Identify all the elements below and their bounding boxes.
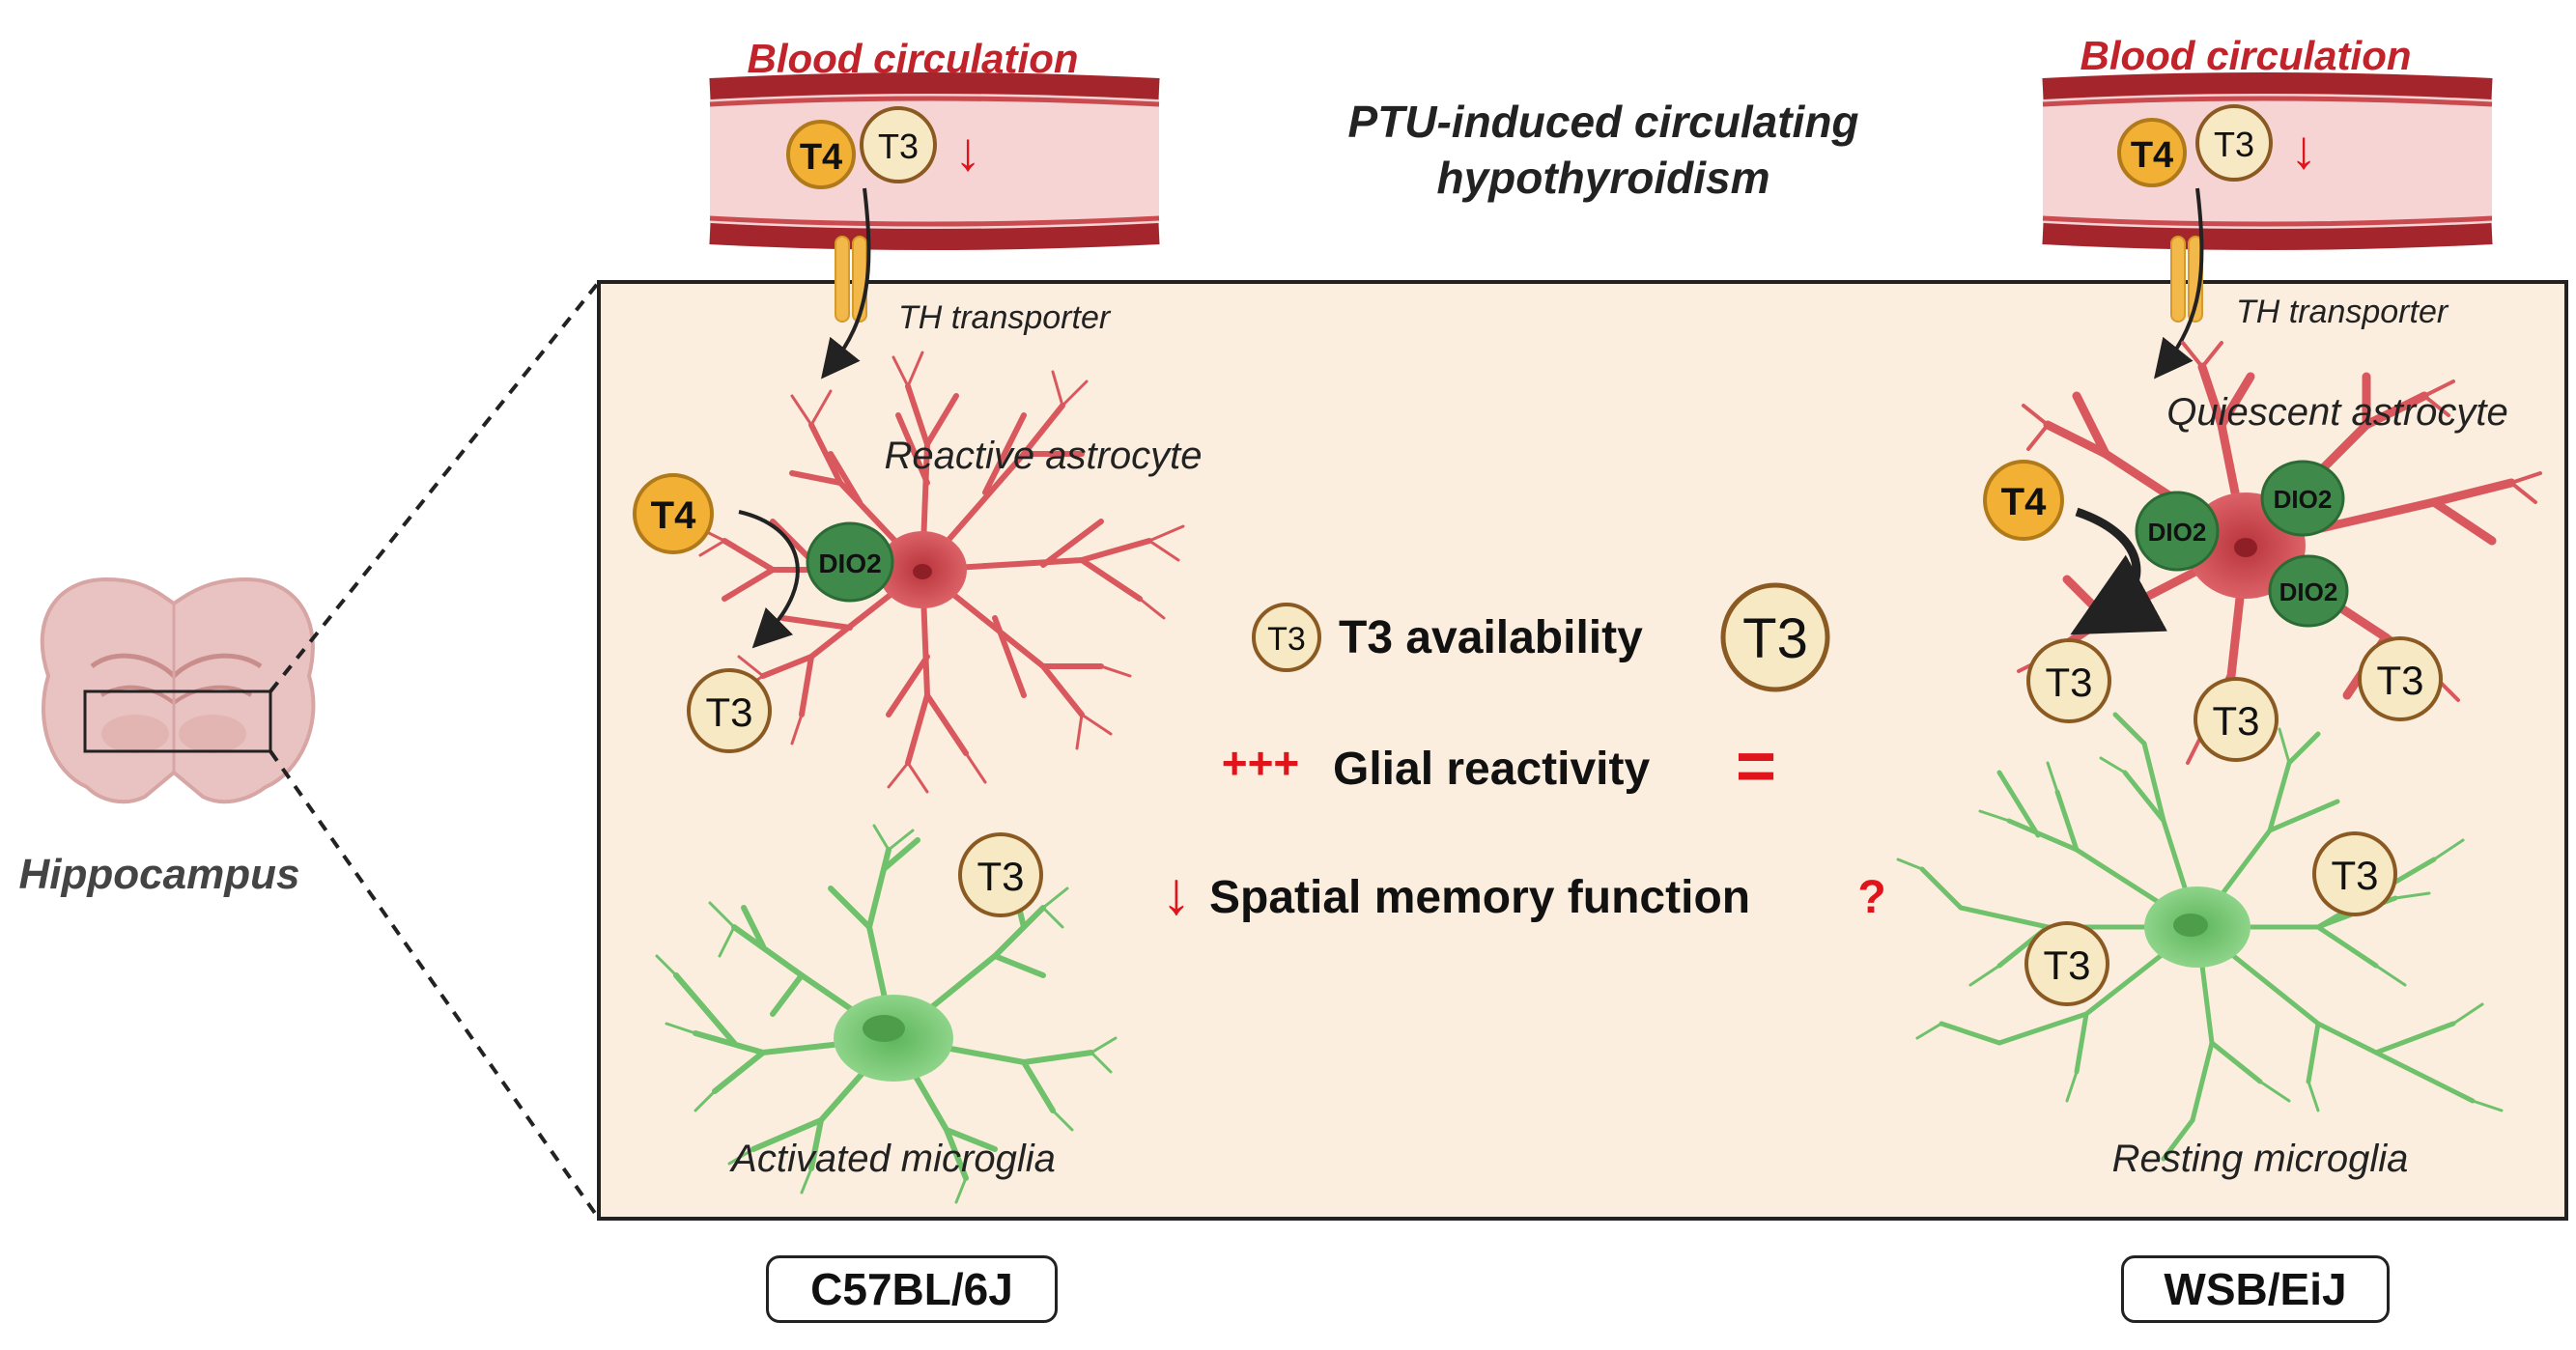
resting-microglia-label: Resting microglia (2112, 1138, 2409, 1180)
svg-text:T4: T4 (651, 494, 696, 537)
right-strain-label: WSB/EiJ (2121, 1255, 2390, 1323)
activated-microglia-label: Activated microglia (729, 1138, 1056, 1180)
spatial-memory-label: Spatial memory function (1209, 872, 1750, 923)
reactive-astrocyte-label: Reactive astrocyte (884, 435, 1202, 477)
left-astrocyte-t4: T4 (633, 473, 714, 554)
quiescent-astrocyte-label: Quiescent astrocyte (2166, 391, 2508, 434)
svg-text:T3: T3 (2331, 853, 2378, 898)
left-conversion-arrow (738, 510, 800, 649)
reactivity-right-mark: = (1736, 728, 1776, 805)
right-microglia-t3-1: T3 (2312, 831, 2397, 916)
right-t3-decrease-arrow: ↓ (2290, 119, 2317, 180)
svg-text:T3: T3 (2212, 698, 2259, 744)
large-t3-icon (1720, 582, 1830, 692)
t3-availability-row: T3 T3 availability T3 (1252, 582, 1830, 692)
right-transport-arrow (2154, 187, 2204, 380)
svg-text:T3: T3 (2376, 658, 2423, 703)
right-dio2-enzyme-2: DIO2 (2260, 460, 2345, 537)
hippocampus-highlight-box (83, 689, 272, 753)
right-microglia-t3-2: T3 (2024, 921, 2109, 1006)
left-blood-vessel (709, 72, 1160, 250)
right-astrocyte-t4: T4 (1983, 460, 2064, 541)
glial-reactivity-row: +++ Glial reactivity = (1222, 728, 1776, 805)
svg-text:T3: T3 (2045, 660, 2092, 705)
svg-text:T4: T4 (800, 137, 842, 178)
svg-text:T3: T3 (1267, 621, 1306, 658)
svg-text:DIO2: DIO2 (2148, 518, 2207, 547)
right-astrocyte-t3-2: T3 (2194, 677, 2279, 762)
left-th-transporter-label: TH transporter (898, 299, 1112, 336)
svg-text:T3: T3 (977, 854, 1024, 899)
svg-text:DIO2: DIO2 (2274, 485, 2333, 514)
right-dio2-enzyme-1: DIO2 (2135, 491, 2220, 572)
svg-text:T3: T3 (1742, 607, 1808, 670)
reactive-astrocyte (694, 351, 1185, 794)
spatial-memory-row: ↓ Spatial memory function ? (1162, 860, 1886, 927)
memory-right-mark: ? (1857, 872, 1885, 923)
title-line-2: hypothyroidism (1436, 153, 1769, 203)
left-vessel-t4: T4 (786, 120, 856, 189)
left-dio2-enzyme: DIO2 (806, 521, 894, 603)
left-astrocyte-t3: T3 (687, 668, 772, 753)
glial-reactivity-label: Glial reactivity (1333, 744, 1650, 795)
svg-text:T3: T3 (705, 689, 752, 735)
svg-text:DIO2: DIO2 (818, 548, 881, 578)
right-blood-circulation-label: Blood circulation (2080, 33, 2411, 78)
svg-text:T4: T4 (2131, 135, 2173, 176)
right-conversion-arrow (2070, 507, 2167, 635)
left-strain-label: C57BL/6J (766, 1255, 1058, 1323)
zoom-line-bottom (269, 749, 601, 1221)
svg-text:DIO2: DIO2 (2279, 577, 2338, 606)
brain-slice-illustration (40, 577, 316, 804)
svg-text:T3: T3 (2214, 125, 2254, 164)
right-vessel-t3: T3 (2195, 104, 2273, 182)
left-t3-decrease-arrow: ↓ (954, 121, 981, 182)
left-vessel-t3: T3 (860, 106, 937, 183)
title-line-1: PTU-induced circulating (1347, 97, 1858, 147)
left-microglia-t3: T3 (958, 832, 1043, 917)
t3-availability-label: T3 availability (1339, 612, 1643, 663)
svg-text:T3: T3 (2043, 942, 2090, 988)
right-vessel-t4: T4 (2117, 118, 2187, 187)
right-astrocyte-t3-3: T3 (2358, 636, 2443, 721)
left-transport-arrow (821, 187, 871, 380)
right-astrocyte-t3-1: T3 (2026, 638, 2111, 723)
right-th-transporter-label: TH transporter (2236, 294, 2449, 330)
svg-text:T4: T4 (2001, 481, 2047, 523)
svg-text:T3: T3 (878, 127, 919, 166)
reactivity-left-mark: +++ (1222, 738, 1300, 788)
memory-left-mark: ↓ (1162, 860, 1192, 927)
hippocampus-label: Hippocampus (19, 851, 300, 898)
right-dio2-enzyme-3: DIO2 (2268, 554, 2349, 628)
zoom-line-top (269, 280, 601, 693)
left-blood-circulation-label: Blood circulation (747, 36, 1078, 81)
right-th-transporter-icon (2170, 236, 2203, 323)
small-t3-icon (1252, 603, 1321, 672)
